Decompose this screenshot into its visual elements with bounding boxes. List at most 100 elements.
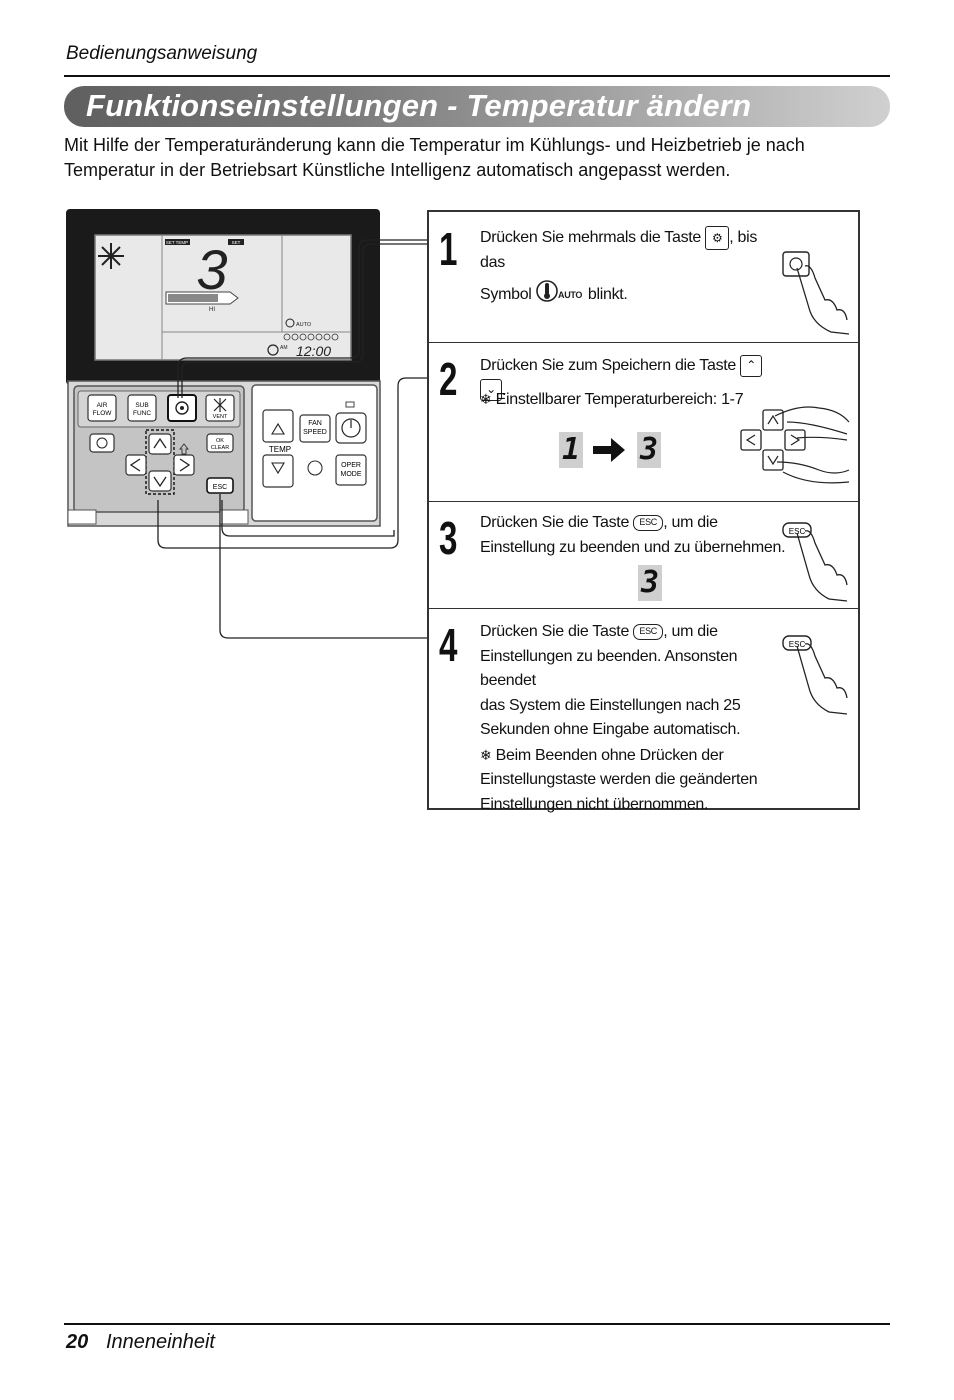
temp-up-button[interactable] (262, 409, 294, 443)
header-rule (64, 75, 890, 77)
connector-lines (157, 239, 428, 639)
step-text-part: . (502, 381, 507, 399)
step-note-text: Einstellbarer Temperaturbereich: 1-7 (495, 391, 744, 408)
timer-button[interactable] (89, 433, 115, 453)
esc-button[interactable]: ESC (206, 477, 234, 494)
vent-label: VENT (213, 414, 228, 420)
step-text-part: Drücken Sie die Taste (480, 514, 630, 531)
step-text-part: , bis das (480, 229, 758, 271)
fan-level-icon (165, 291, 239, 305)
temp-label: TEMP (269, 445, 291, 454)
lcd-set-temp-label: SET TEMP (166, 240, 188, 245)
sub-func-button[interactable]: SUB FUNC (127, 394, 157, 422)
step-text-part: , um die (663, 623, 718, 640)
esc-label: ESC (213, 484, 227, 491)
step-text-part: Einstellung zu beenden und zu übernehmen… (480, 538, 786, 556)
step-4: 4 Drücken Sie die Taste ESC, um die Eins… (429, 608, 858, 813)
step-3: 3 Drücken Sie die Taste ESC, um die Eins… (429, 501, 858, 609)
down-arrow-icon (153, 476, 167, 488)
result-value: 3 (638, 565, 662, 601)
oper-label: OPER (341, 462, 361, 469)
lcd-set-label: SET (232, 240, 241, 245)
step-number: 1 (439, 223, 458, 275)
step-text-part: Drücken Sie die Taste (480, 623, 630, 640)
air-flow-label-1: AIR (97, 402, 108, 409)
clock-icon (96, 437, 108, 449)
arrow-right-icon (593, 438, 625, 462)
to-value: 3 (637, 432, 661, 468)
step-text-line: Einstellungen zu beenden. Ansonsten been… (480, 647, 738, 690)
step-note-line: Einstellungen nicht übernommen. (480, 795, 709, 813)
hand-pressing-gear-icon (782, 251, 850, 335)
step-text: Drücken Sie zum Speichern die Taste ⌃ ⌄. (480, 354, 780, 403)
step-text: Drücken Sie die Taste ESC, um die Einste… (480, 620, 790, 817)
down-button[interactable] (148, 470, 172, 492)
footer-rule (64, 1323, 890, 1325)
lcd-digit: 3 (196, 238, 227, 301)
down-key-icon: ⌄ (480, 379, 502, 402)
gear-icon (175, 401, 189, 415)
right-button[interactable] (173, 454, 195, 476)
hand-pressing-esc-icon: ESC (782, 635, 848, 715)
power-button[interactable] (335, 412, 367, 444)
clear-label: CLEAR (211, 445, 229, 451)
ok-clear-button[interactable]: OK CLEAR (206, 433, 234, 453)
cooling-mode-icon (98, 243, 124, 269)
esc-icon-label: ESC (789, 527, 806, 536)
function-settings-button[interactable] (167, 394, 197, 422)
section-header: Bedienungsanweisung (66, 43, 258, 64)
step-text-part: Drücken Sie zum Speichern die Taste (480, 357, 737, 374)
hands-pressing-arrows-icon (740, 406, 850, 484)
shift-icon (179, 443, 189, 455)
auto-symbol-label: AUTO (558, 290, 582, 300)
page-number: 20 (66, 1331, 89, 1353)
fan-label: FAN (308, 420, 322, 427)
temp-down-button[interactable] (262, 454, 294, 488)
weekday-icons (283, 333, 339, 341)
triangle-down-icon (271, 462, 285, 475)
oper-mode-button[interactable]: OPER MODE (335, 454, 367, 486)
remote-control-illustration: SET TEMP SET 3 HI AUTO AM 12:00 AIR FLOW… (66, 209, 381, 527)
page-title: Funktionseinstellungen - Temperatur ände… (86, 88, 752, 123)
fan-speed-button[interactable]: FAN SPEED (299, 414, 331, 443)
lcd-auto-label: AUTO (296, 322, 312, 328)
left-arrow-icon (129, 458, 141, 472)
speed-label: SPEED (303, 429, 327, 436)
sub-func-label-2: FUNC (133, 410, 151, 417)
hand-pressing-esc-icon: ESC (782, 522, 848, 602)
step-text: Drücken Sie mehrmals die Taste ⚙, bis da… (480, 226, 780, 308)
step-number: 4 (439, 619, 458, 671)
step-1: 1 Drücken Sie mehrmals die Taste ⚙, bis … (429, 212, 858, 343)
lcd-fan-label: HI (209, 307, 215, 313)
esc-key-icon: ESC (633, 514, 664, 531)
step-text-line: das System die Einstellungen nach 25 (480, 696, 741, 714)
steps-panel: 1 Drücken Sie mehrmals die Taste ⚙, bis … (427, 210, 860, 813)
step-text-part: blinkt. (587, 286, 628, 304)
intro-paragraph: Mit Hilfe der Temperaturänderung kann di… (64, 135, 805, 180)
vent-icon (213, 398, 227, 412)
step-note: ❄ Einstellbarer Temperaturbereich: 1-7 (480, 387, 800, 413)
up-button[interactable] (148, 433, 172, 455)
lcd-am-label: AM (280, 345, 288, 351)
air-flow-button[interactable]: AIR FLOW (87, 394, 117, 422)
sub-func-label-1: SUB (135, 402, 148, 409)
step-note-line: Beim Beenden ohne Drücken der (495, 746, 724, 764)
step-text-part: Symbol (480, 286, 532, 304)
triangle-up-icon (271, 422, 285, 435)
esc-key-icon: ESC (633, 623, 664, 640)
vent-button[interactable]: VENT (205, 394, 235, 422)
auto-symbol-icon: AUTO (535, 279, 584, 312)
step-text: Drücken Sie die Taste ESC, um die Einste… (480, 511, 790, 560)
gear-key-icon: ⚙ (705, 226, 730, 250)
step-text-part: Drücken Sie mehrmals die Taste (480, 229, 702, 247)
footer-label: Inneneinheit (106, 1331, 215, 1353)
step-number: 2 (439, 353, 458, 405)
value-change-figure: 1 3 (559, 432, 679, 472)
step-note-line: Einstellungstaste werden die geänderten (480, 771, 758, 788)
step-text-part: , um die (663, 514, 718, 531)
up-key-icon: ⌃ (740, 354, 763, 377)
left-button[interactable] (125, 454, 147, 476)
mode-label: MODE (341, 471, 362, 478)
up-arrow-icon (153, 437, 167, 449)
snowflake-note-icon: ❄ (480, 746, 492, 763)
